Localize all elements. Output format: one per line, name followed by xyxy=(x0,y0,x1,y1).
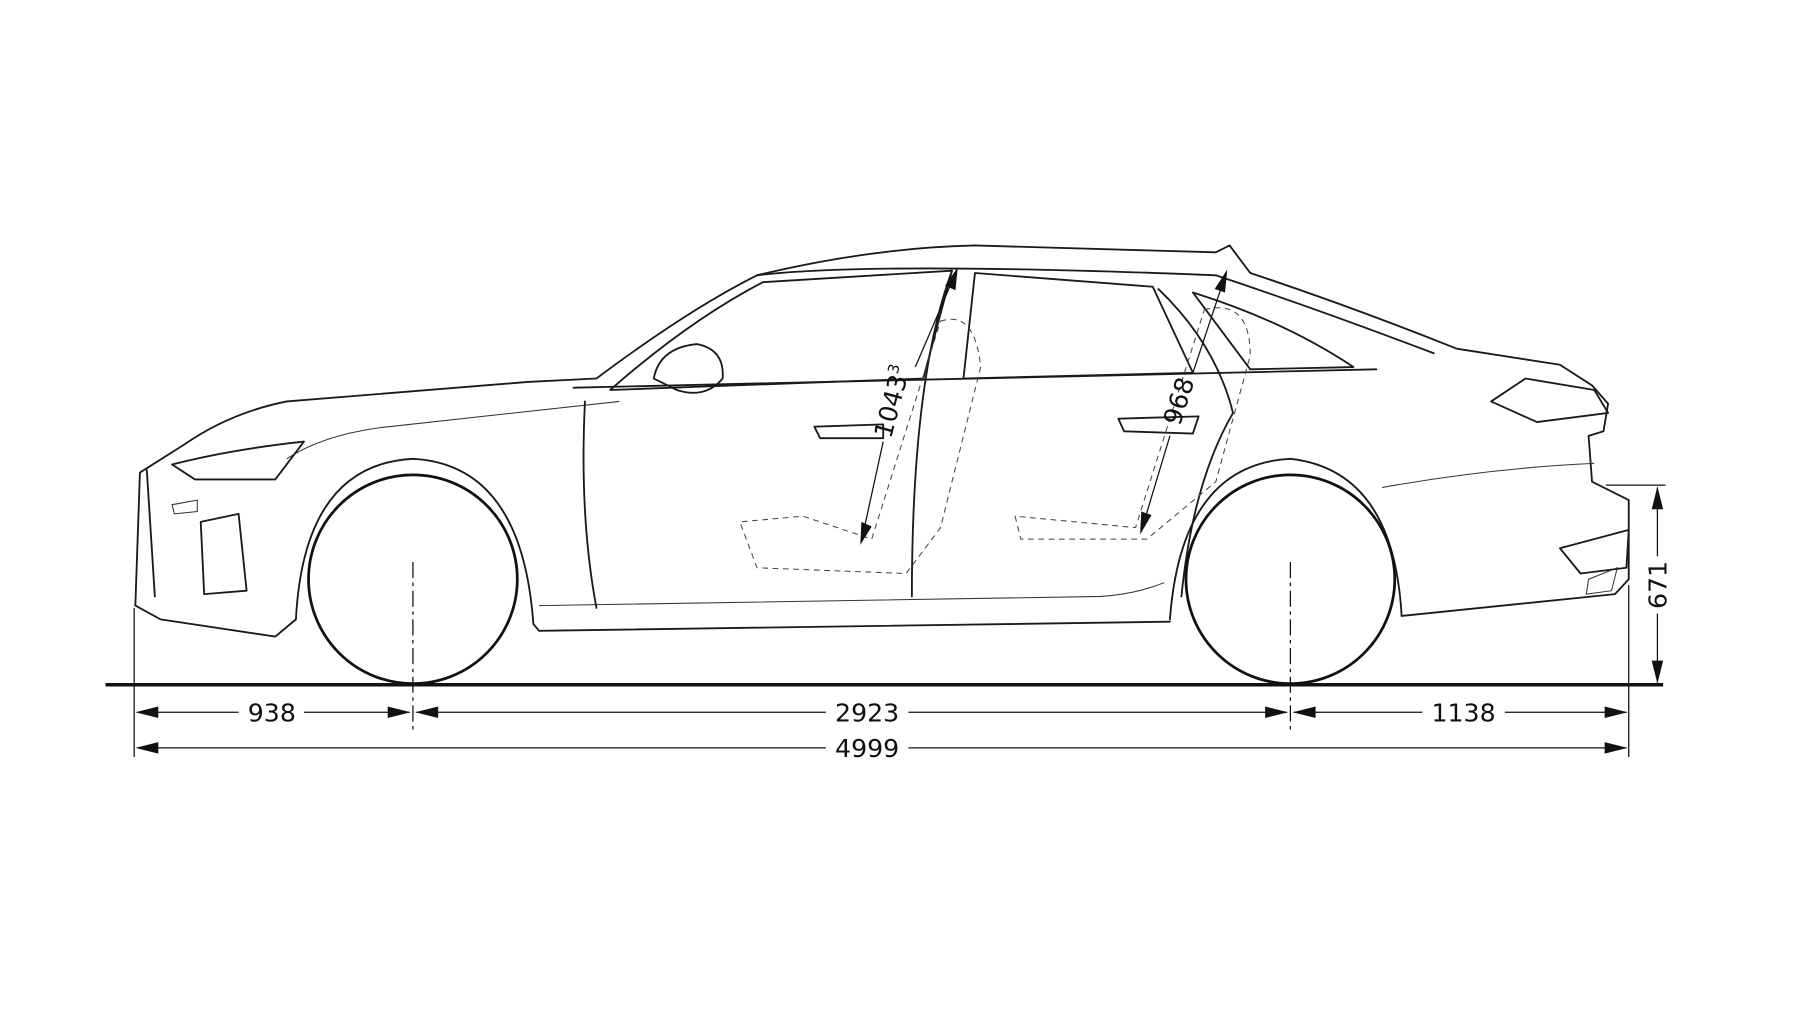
rear-headroom-label: 968 xyxy=(1158,374,1200,429)
dimension-rear-headroom: 968 xyxy=(1140,269,1228,535)
rear-height-label: 671 xyxy=(1644,561,1673,609)
overall-length-label: 4999 xyxy=(835,734,899,763)
dimension-rear-overhang: 1138 xyxy=(1292,698,1628,727)
wheelbase-label: 2923 xyxy=(835,698,899,727)
dimension-front-headroom: 10433 xyxy=(860,267,958,545)
dimension-wheelbase: 2923 xyxy=(415,698,1289,727)
dimension-rear-height: 671 xyxy=(1644,486,1673,684)
car-body-outline xyxy=(134,244,1630,617)
rear-overhang-label: 1138 xyxy=(1431,698,1495,727)
front-seat-outline xyxy=(739,318,982,575)
quarter-window xyxy=(1191,291,1355,371)
dimension-overall-length: 4999 xyxy=(135,734,1628,763)
front-window xyxy=(609,269,953,391)
side-mirror xyxy=(652,343,724,394)
footnote-marker: 3 xyxy=(884,362,904,376)
front-overhang-label: 938 xyxy=(248,698,296,727)
dimension-front-overhang: 938 xyxy=(135,698,411,727)
front-headroom-label: 1043 xyxy=(869,371,914,441)
svg-text:10433: 10433 xyxy=(867,362,915,441)
rear-seat-outline xyxy=(1014,307,1251,540)
